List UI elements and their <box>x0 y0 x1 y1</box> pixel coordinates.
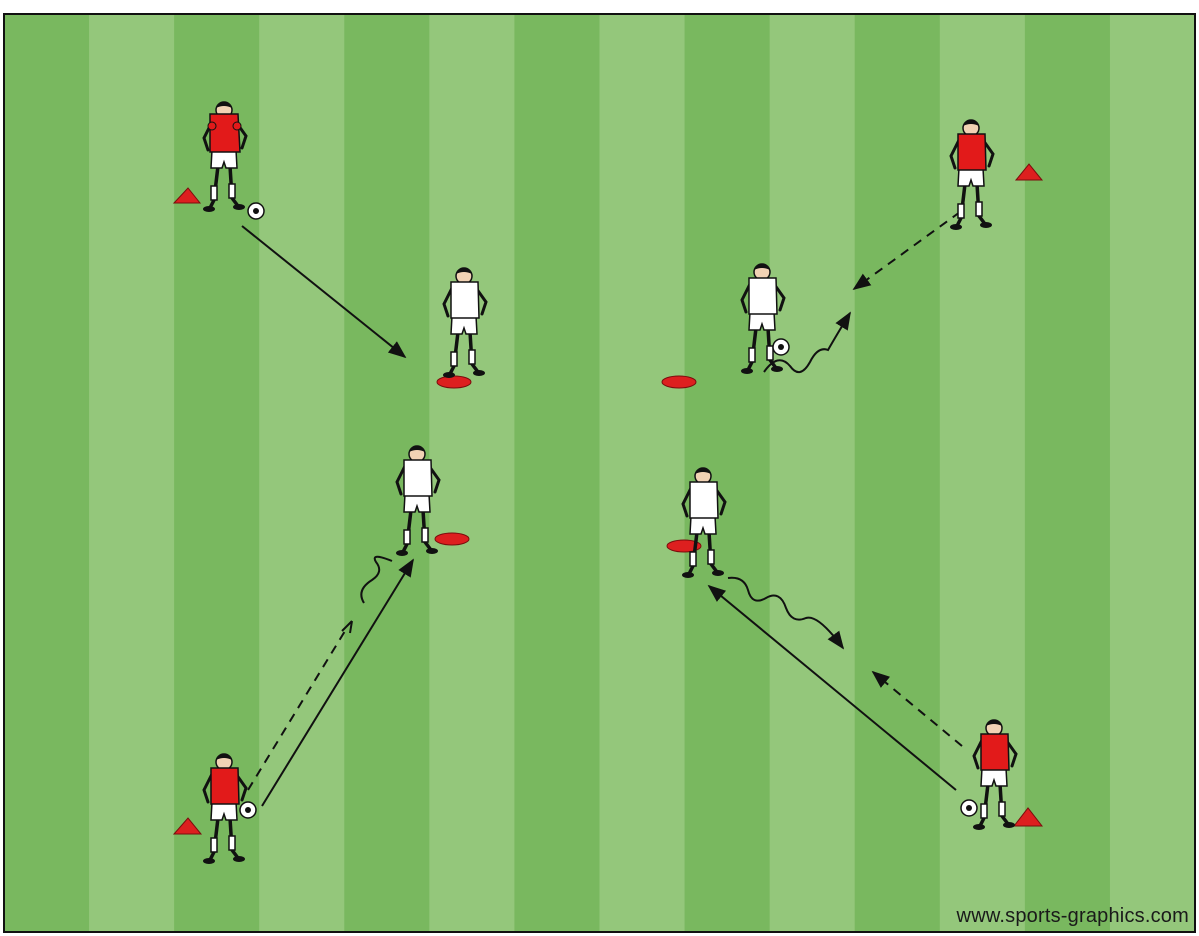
pitch-stripe <box>259 14 345 932</box>
pitch-stripe <box>770 14 856 932</box>
pitch-stripe <box>89 14 175 932</box>
pitch-stripes <box>4 14 1196 932</box>
watermark-text: www.sports-graphics.com <box>957 905 1189 928</box>
pitch-stripe <box>600 14 686 932</box>
pitch-stripe <box>1025 14 1111 932</box>
pitch-stripe <box>855 14 941 932</box>
pitch-stripe <box>4 14 90 932</box>
disc-cone-center-tl <box>437 376 471 388</box>
pitch-stripe <box>1110 14 1196 932</box>
disc-cone-center-tr <box>662 376 696 388</box>
pitch-stripe <box>429 14 515 932</box>
disc-cone-center-bl <box>435 533 469 545</box>
pitch-stripe <box>514 14 600 932</box>
